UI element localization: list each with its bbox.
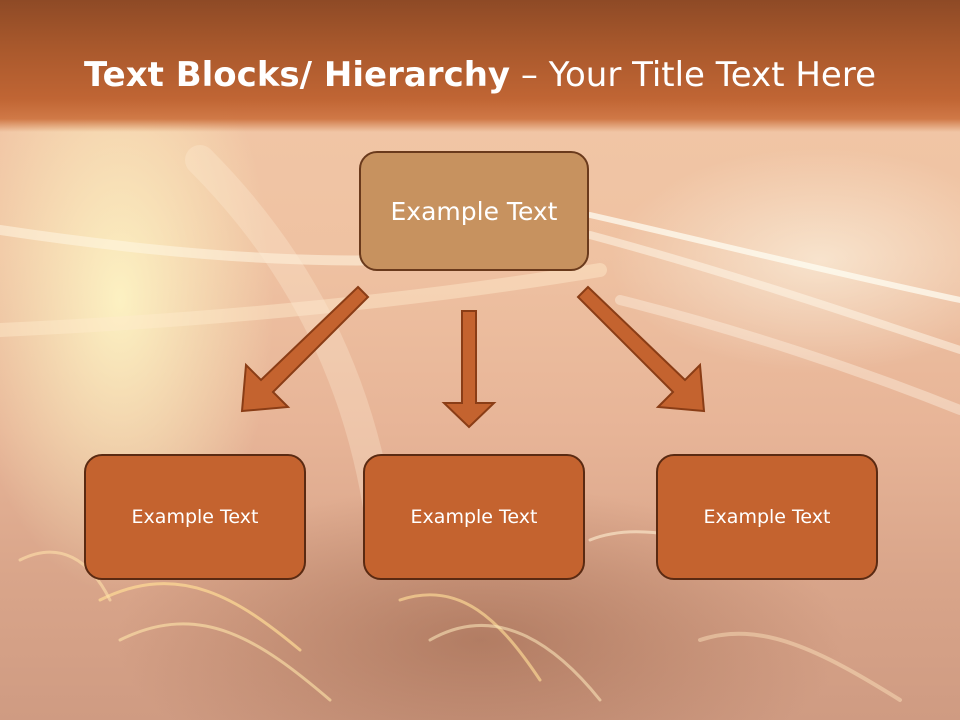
hierarchy-root-box[interactable]: Example Text — [359, 151, 589, 271]
hierarchy-child-label-1: Example Text — [131, 506, 259, 528]
arrow-left — [240, 285, 370, 413]
hierarchy-child-label-3: Example Text — [703, 506, 831, 528]
title-band — [0, 0, 960, 132]
slide-title-rest: – Your Title Text Here — [510, 55, 876, 95]
hierarchy-child-label-2: Example Text — [410, 506, 538, 528]
arrow-down — [441, 310, 497, 429]
slide-title-bold: Text Blocks/ Hierarchy — [83, 55, 511, 95]
slide-title: Text Blocks/ Hierarchy – Your Title Text… — [0, 52, 960, 98]
hierarchy-root-label: Example Text — [390, 196, 558, 226]
hierarchy-child-box-2[interactable]: Example Text — [363, 454, 585, 580]
hierarchy-child-box-1[interactable]: Example Text — [84, 454, 306, 580]
arrow-right — [576, 285, 706, 413]
hierarchy-child-box-3[interactable]: Example Text — [656, 454, 878, 580]
